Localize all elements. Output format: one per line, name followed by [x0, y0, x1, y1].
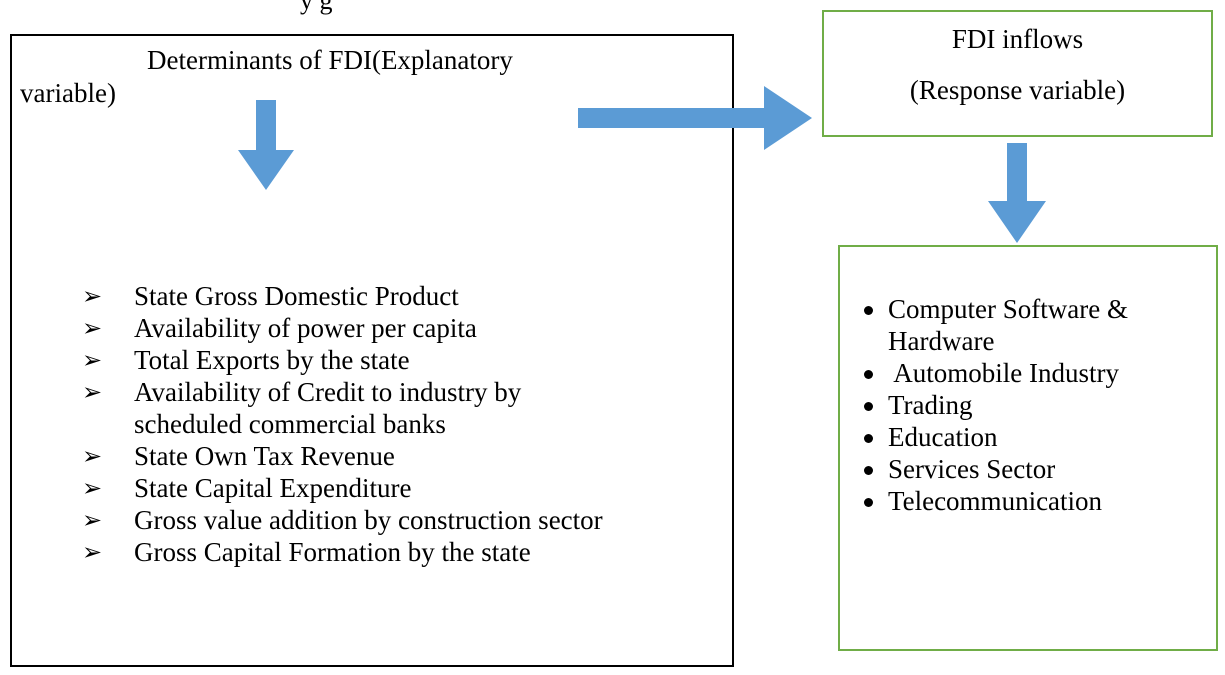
- arrowhead-bullet-icon: ➢: [82, 346, 103, 374]
- determinant-item: ➢ State Gross Domestic Product: [82, 280, 603, 312]
- determinant-item-continuation: scheduled commercial banks: [82, 408, 603, 440]
- determinant-label: Availability of power per capita: [134, 313, 477, 343]
- explanatory-title-line-2: variable): [20, 78, 116, 108]
- bullet-dot-icon: [864, 402, 873, 411]
- determinant-label: State Gross Domestic Product: [134, 281, 459, 311]
- determinant-item: ➢ Availability of power per capita: [82, 312, 603, 344]
- determinant-item: ➢ Total Exports by the state: [82, 344, 603, 376]
- determinant-label: State Capital Expenditure: [134, 473, 412, 503]
- arrowhead-bullet-icon: ➢: [82, 378, 103, 406]
- sector-label: Hardware: [888, 326, 995, 356]
- arrow-down-icon: [988, 143, 1046, 243]
- determinants-list: ➢ State Gross Domestic Product ➢ Availabil…: [82, 280, 603, 568]
- determinant-item: ➢ Gross Capital Formation by the state: [82, 536, 603, 568]
- arrowhead-bullet-icon: ➢: [82, 506, 103, 534]
- bullet-dot-icon: [864, 306, 873, 315]
- bullet-dot-icon: [864, 434, 873, 443]
- determinant-label: State Own Tax Revenue: [134, 441, 395, 471]
- response-variable-box: FDI inflows (Response variable): [822, 10, 1213, 137]
- explanatory-title-line-1: Determinants of FDI(Explanatory: [147, 45, 513, 75]
- arrowhead-bullet-icon: ➢: [82, 282, 103, 310]
- arrowhead-bullet-icon: ➢: [82, 538, 103, 566]
- sectors-list: Computer Software & Hardware Automobile …: [864, 293, 1128, 517]
- arrowhead-bullet-icon: ➢: [82, 314, 103, 342]
- determinant-label: Gross value addition by construction sec…: [134, 505, 603, 535]
- determinant-item: ➢ Gross value addition by construction se…: [82, 504, 603, 536]
- explanatory-variable-box: [10, 34, 734, 667]
- sector-item: Telecommunication: [864, 485, 1128, 517]
- sector-label: Telecommunication: [888, 486, 1103, 516]
- bullet-dot-icon: [864, 466, 873, 475]
- sectors-box: [838, 245, 1218, 651]
- sector-label: Trading: [888, 390, 973, 420]
- sector-label: Computer Software &: [888, 294, 1128, 324]
- arrow-down-shape: [988, 143, 1046, 243]
- sector-item: Computer Software &: [864, 293, 1128, 325]
- determinant-label: Total Exports by the state: [134, 345, 410, 375]
- sector-label: Education: [888, 422, 998, 452]
- determinant-label: Availability of Credit to industry by: [134, 377, 522, 407]
- bullet-dot-icon: [864, 370, 873, 379]
- arrow-right-icon: [578, 86, 812, 150]
- sector-label: Automobile Industry: [888, 358, 1119, 388]
- arrow-down-shape: [238, 100, 294, 190]
- determinant-item: ➢ State Capital Expenditure: [82, 472, 603, 504]
- response-subtitle: (Response variable): [909, 75, 1126, 105]
- sector-item: Services Sector: [864, 453, 1128, 485]
- cropped-caption-text: y g: [300, 0, 333, 15]
- response-title: FDI inflows: [951, 24, 1084, 54]
- determinant-item: ➢ State Own Tax Revenue: [82, 440, 603, 472]
- sector-item: Trading: [864, 389, 1128, 421]
- arrow-down-icon: [238, 100, 294, 190]
- arrow-right-shape: [578, 86, 812, 150]
- sector-item: Education: [864, 421, 1128, 453]
- sector-item: Automobile Industry: [864, 357, 1128, 389]
- determinant-item: ➢ Availability of Credit to industry by: [82, 376, 603, 408]
- explanatory-box-title: Determinants of FDI(Explanatory variable…: [20, 44, 720, 110]
- sector-label: Services Sector: [888, 454, 1056, 484]
- arrowhead-bullet-icon: ➢: [82, 474, 103, 502]
- sector-item-continuation: Hardware: [864, 325, 1128, 357]
- determinant-label: scheduled commercial banks: [134, 409, 446, 439]
- bullet-dot-icon: [864, 498, 873, 507]
- determinant-label: Gross Capital Formation by the state: [134, 537, 531, 567]
- arrowhead-bullet-icon: ➢: [82, 442, 103, 470]
